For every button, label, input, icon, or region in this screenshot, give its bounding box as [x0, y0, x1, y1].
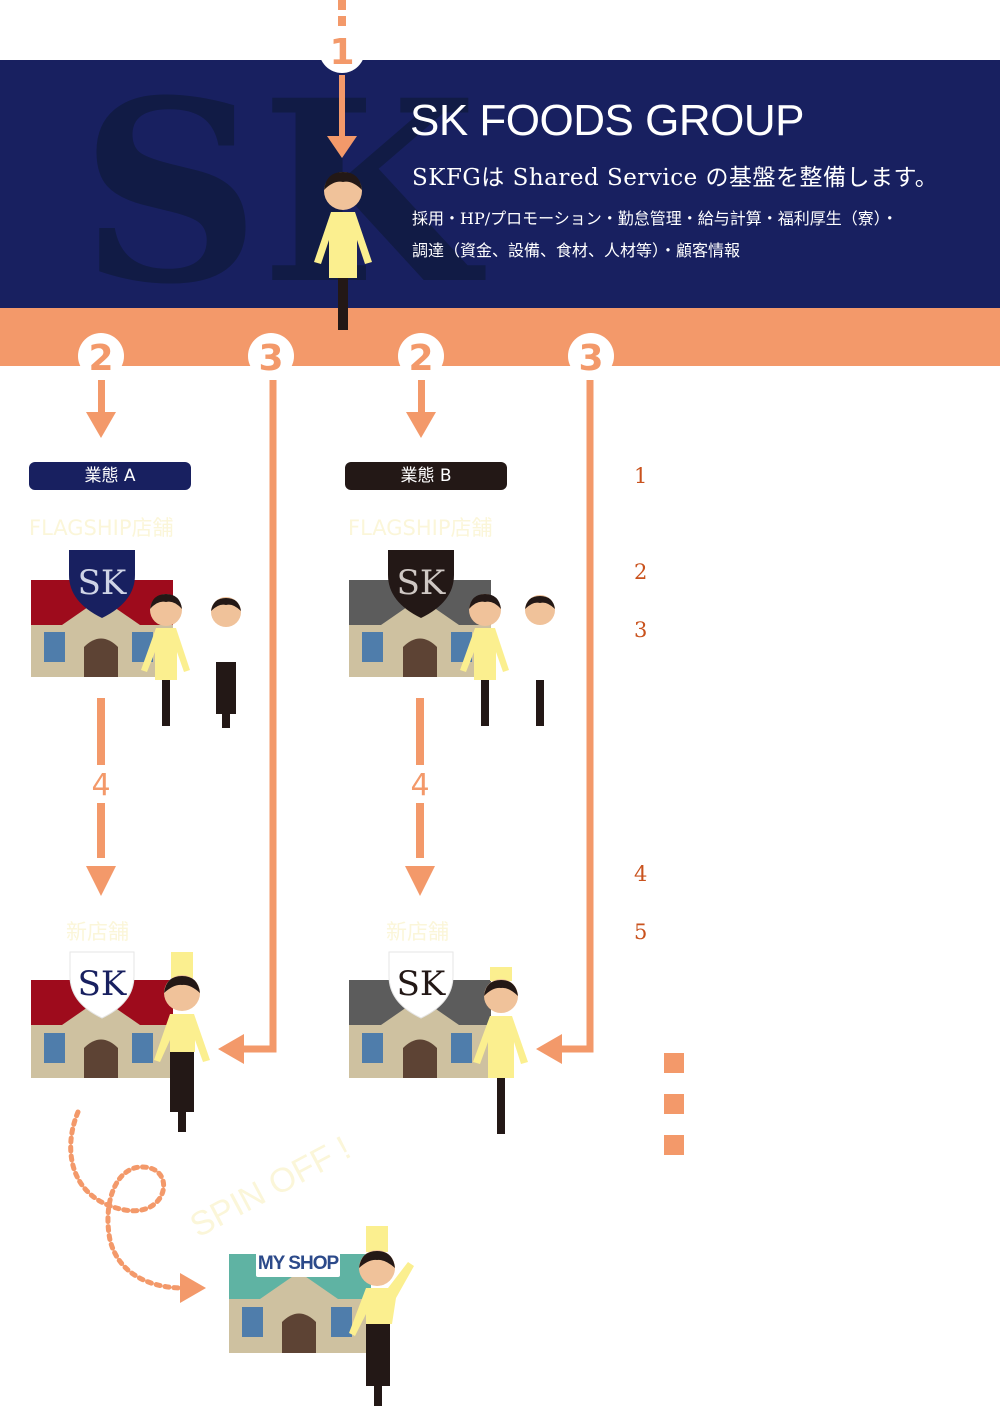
step-marker-3a: 3 — [258, 338, 283, 379]
new-store-a: SK — [31, 951, 173, 1078]
legend-bullet-2 — [664, 1094, 684, 1114]
legend-number-4: 4 — [634, 862, 648, 886]
legend-number-1: 1 — [634, 464, 648, 488]
sk-watermark-logo: SK — [80, 45, 486, 339]
svg-text:SK: SK — [397, 964, 446, 1004]
arrow-4-b: 4 — [405, 698, 435, 896]
legend-bullet-1 — [664, 1053, 684, 1073]
svg-text:4: 4 — [91, 768, 110, 803]
flagship-store-a: SK — [31, 550, 173, 677]
new-store-a-chef — [154, 952, 210, 1132]
spinoff-text: SPIN OFF ! — [184, 1129, 357, 1245]
arrow-4-a: 4 — [86, 698, 116, 896]
flagship-a-staff — [141, 594, 241, 728]
flagship-a-label: FLAGSHIP店舗 — [29, 516, 174, 540]
shared-service-bar — [0, 308, 1000, 366]
new-store-b-chef — [473, 967, 528, 1134]
my-shop-store: MY SHOP — [229, 1245, 371, 1353]
svg-text:4: 4 — [410, 768, 429, 803]
legend-bullet-3 — [664, 1135, 684, 1155]
step-marker-1-circle — [319, 27, 365, 73]
legend-number-5: 5 — [634, 920, 648, 944]
services-line-1: 採用・HP/プロモーション・勤怠管理・給与計算・福利厚生（寮）・ — [412, 209, 898, 228]
header-arrow-head — [327, 136, 357, 158]
step-marker-1: 1 — [329, 32, 354, 73]
top-dash-line — [338, 0, 346, 26]
flagship-b-label: FLAGSHIP店舗 — [348, 516, 493, 540]
group-title: SK FOODS GROUP — [410, 96, 804, 145]
svg-text:SK: SK — [78, 964, 127, 1004]
step-markers-row: 2 3 2 3 — [78, 333, 614, 379]
svg-text:SK: SK — [397, 563, 446, 603]
step-marker-2b: 2 — [408, 338, 433, 379]
step-marker-3b: 3 — [578, 338, 603, 379]
new-store-a-label: 新店舗 — [66, 920, 129, 944]
spinoff-dotted-path — [68, 1109, 185, 1291]
business-b-label: 業態 B — [345, 462, 507, 490]
my-shop-chef — [349, 1226, 414, 1406]
legend-number-2: 2 — [634, 560, 648, 584]
svg-text:SK: SK — [78, 563, 127, 603]
arrows-to-business — [86, 380, 436, 438]
business-a-label: 業態 A — [29, 462, 191, 490]
flagship-b-staff — [460, 594, 555, 726]
direct-support-arrows — [218, 380, 594, 1064]
my-shop-sign: MY SHOP — [258, 1253, 340, 1274]
svg-text:SK: SK — [80, 45, 486, 339]
header-band — [0, 60, 1000, 308]
new-store-b-label: 新店舗 — [386, 920, 449, 944]
step-marker-2a: 2 — [88, 338, 113, 379]
group-subtitle: SKFGは Shared Service の基盤を整備します。 — [412, 165, 939, 191]
services-line-2: 調達（資金、設備、食材、人材等）・顧客情報 — [412, 241, 741, 260]
legend-number-3: 3 — [634, 618, 648, 642]
spinoff-arrow-head — [180, 1273, 206, 1303]
new-store-b: SK — [349, 951, 491, 1078]
